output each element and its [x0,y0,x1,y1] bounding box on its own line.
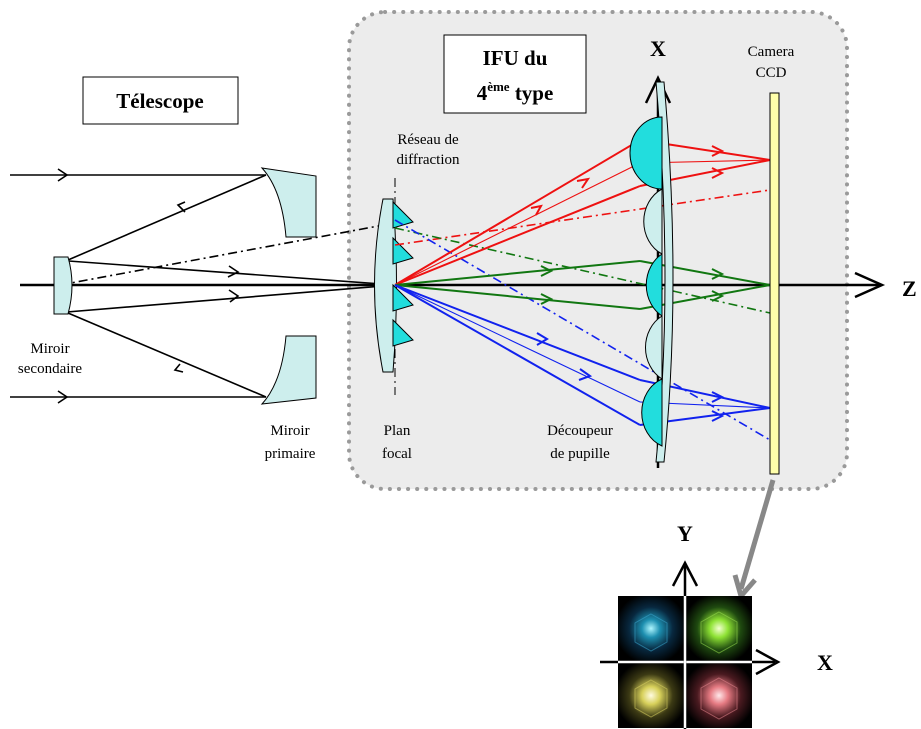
spot-pink [686,663,752,728]
pupil-slicer-lenslets [629,116,663,447]
ifu-label-line2: 4ème type [477,79,554,105]
telescope-label-box [82,76,239,125]
z-axis-arrowhead [854,271,886,299]
green-dashdot-ray [394,227,771,314]
focal-plane-label-2: focal [382,446,412,462]
pupil-slicer-label-2: de pupille [550,446,610,462]
secondary-mirror [53,256,73,315]
z-axis-label: Z [902,276,917,301]
ccd-camera [769,92,780,475]
grating-label-1: Réseau de [397,132,459,148]
ifu-label-box [443,34,587,114]
secondary-mirror-label-2: secondaire [18,361,82,377]
primary-mirror-label-2: primaire [265,446,316,462]
incoming-rays [10,174,396,398]
ifu-panel [347,10,849,491]
red-dashdot-ray [394,189,771,246]
spot-blue [618,596,684,661]
spot-yellow [618,663,684,728]
inset-x-label: X [817,650,833,675]
ifu-label-line1: IFU du [483,46,548,70]
x-axis-arrowhead [644,75,672,104]
primary-mirror-label-1: Miroir [270,423,309,439]
x-axis-label: X [650,36,666,61]
spot-green [686,596,752,661]
secondary-mirror-label-1: Miroir [30,341,69,357]
chief-ray [59,221,401,286]
inset-y-arrowhead [671,560,699,587]
telescope-label: Télescope [116,89,203,113]
grating-label-2: diffraction [396,152,460,168]
inset-x-arrowhead [755,648,781,676]
pupil-slicer-label-1: Découpeur [547,423,613,439]
blue-dashdot-ray [394,219,771,441]
camera-label-2: CCD [756,65,787,81]
focal-plane-label-1: Plan [384,423,411,439]
primary-mirror-top [260,167,317,238]
primary-mirror-bottom [260,335,317,405]
pupil-slicer-frame [655,81,674,463]
ccd-to-image-arrow [738,479,776,590]
camera-label-1: Camera [748,44,795,60]
incoming-ray-arrows [57,168,240,404]
inset-y-label: Y [677,521,693,546]
